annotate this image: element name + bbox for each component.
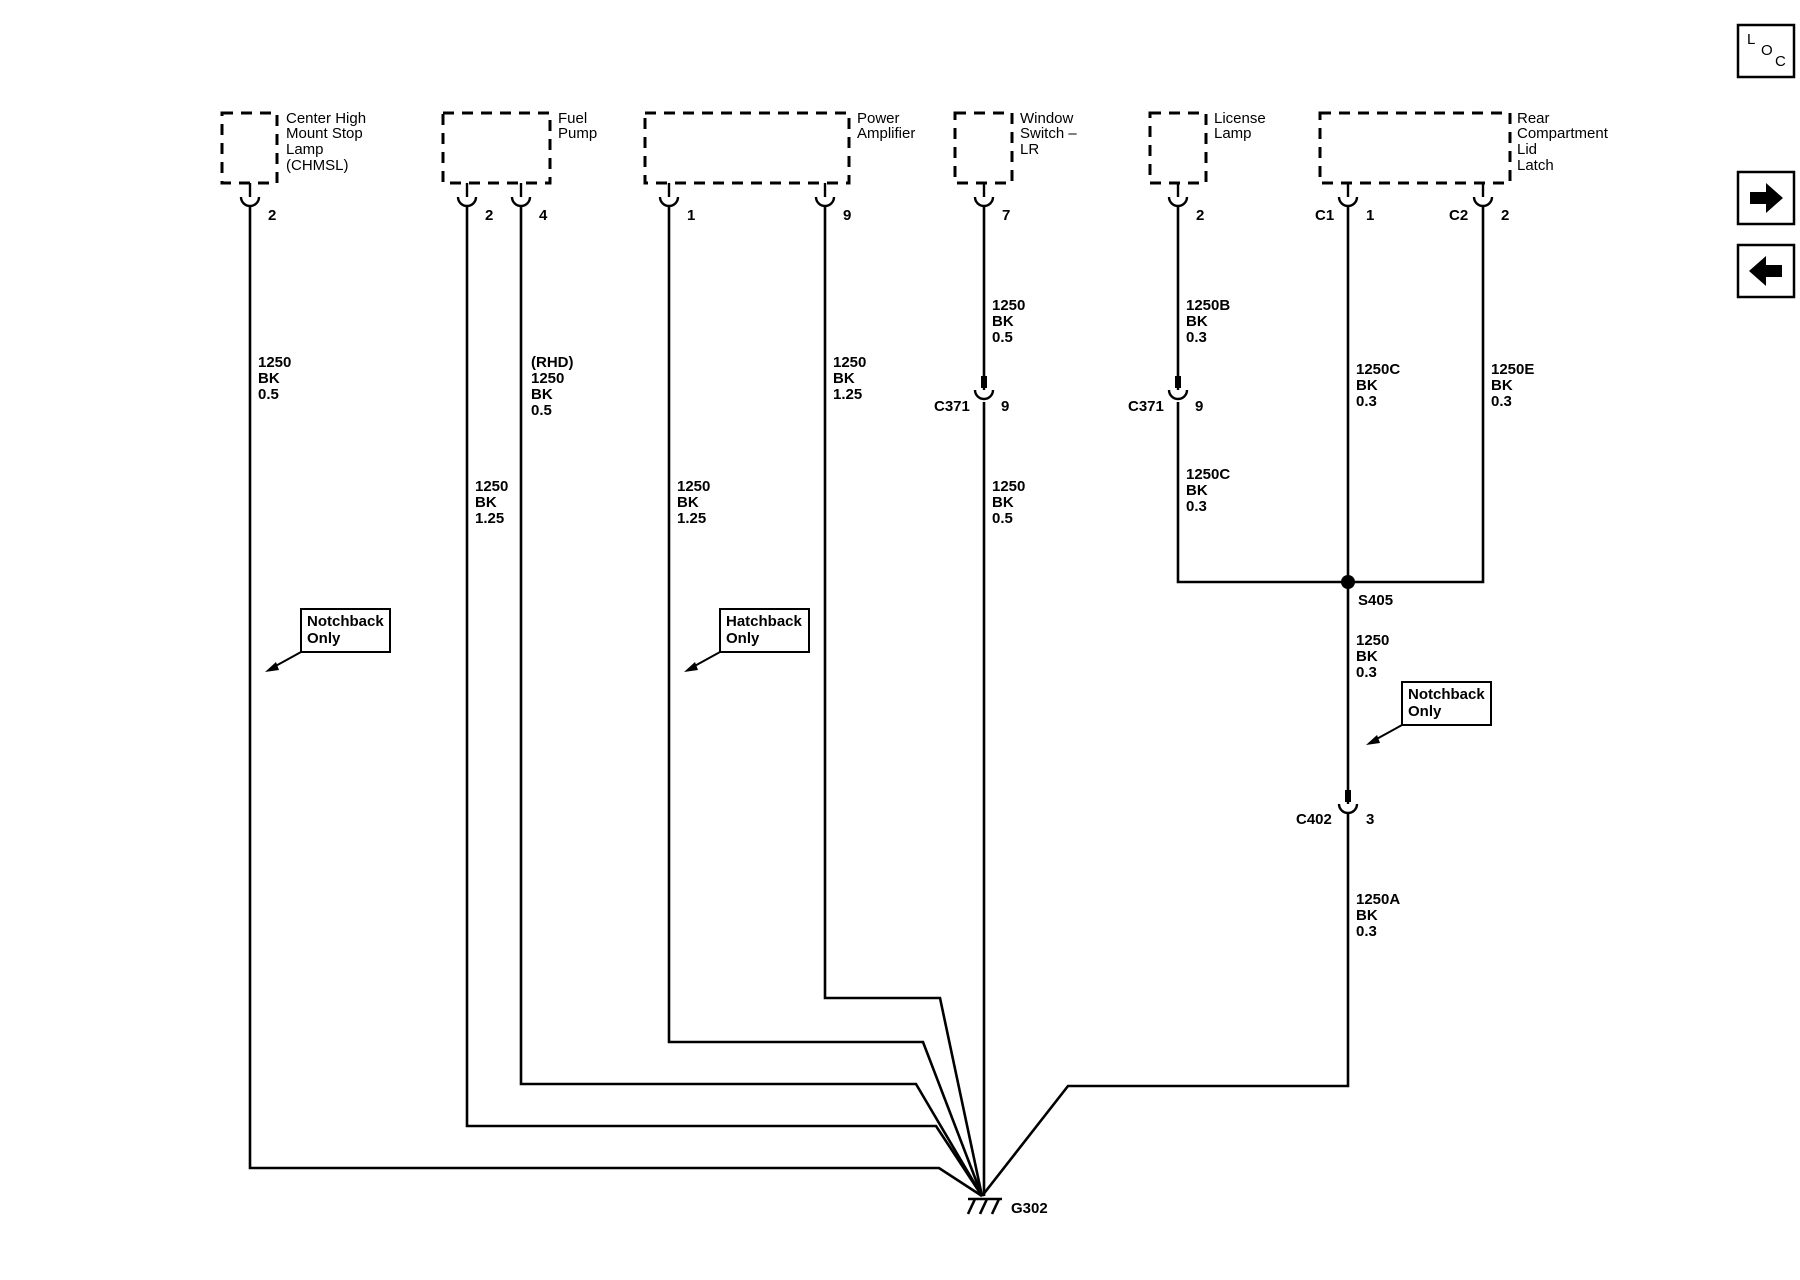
pin-number: 3 xyxy=(1366,811,1374,828)
wire-label-window-lower: 1250 BK 0.5 xyxy=(992,478,1030,527)
chmsl-box xyxy=(220,111,279,185)
pin-number: 9 xyxy=(1195,398,1203,415)
pin-number: 1 xyxy=(1366,207,1374,224)
wire-label-fuel-2: 1250 BK 1.25 xyxy=(475,478,513,527)
wire-label-chmsl: 1250 BK 0.5 xyxy=(258,354,296,403)
rear-latch-box xyxy=(1318,111,1512,185)
chmsl-label: Center High Mount Stop Lamp (CHMSL) xyxy=(286,110,370,174)
license-lamp-label: License Lamp xyxy=(1214,110,1270,142)
wire-label-latch-c2: 1250E BK 0.3 xyxy=(1491,361,1539,410)
license-lamp-box xyxy=(1148,111,1208,185)
callout-notchback-left: Notchback Only xyxy=(265,608,391,672)
connector-name: C371 xyxy=(934,398,970,415)
component-pins xyxy=(239,183,1494,208)
pin-number: 4 xyxy=(539,207,548,224)
wire-fuel-pump-2 xyxy=(465,206,984,1197)
arrowhead-icon xyxy=(265,662,279,672)
svg-text:Notchback Only: Notchback Only xyxy=(1408,686,1489,720)
connector-name: C371 xyxy=(1128,398,1164,415)
window-switch-label: Window Switch – LR xyxy=(1020,110,1081,158)
pin-terminal xyxy=(1337,183,1359,208)
pin-terminal xyxy=(973,183,995,208)
loc-button[interactable]: L O C xyxy=(1736,23,1796,79)
inline-connector-c371-left xyxy=(973,376,995,401)
back-button[interactable] xyxy=(1736,243,1796,299)
pin-number: 2 xyxy=(1501,207,1509,224)
callout-hatchback: Hatchback Only xyxy=(684,608,810,672)
wire-label-s405-down: 1250 BK 0.3 xyxy=(1356,632,1394,681)
wire-label-c402-down: 1250A BK 0.3 xyxy=(1356,891,1404,940)
fuel-pump-box xyxy=(441,111,552,185)
pin-terminal xyxy=(510,183,532,208)
wire-label-license-lower: 1250C BK 0.3 xyxy=(1186,466,1234,515)
svg-text:Notchback Only: Notchback Only xyxy=(307,613,388,647)
wire-label-latch-c1: 1250C BK 0.3 xyxy=(1356,361,1404,410)
wire-c402-down xyxy=(980,814,1350,1197)
power-amplifier-label: Power Amplifier xyxy=(857,110,915,142)
pin-terminal xyxy=(456,183,478,208)
pin-terminal xyxy=(1167,183,1189,208)
wire-label-amp-9: 1250 BK 1.25 xyxy=(833,354,871,403)
arrowhead-icon xyxy=(1366,735,1380,745)
fuel-pump-label: Fuel Pump xyxy=(558,110,597,142)
wires xyxy=(248,206,1485,1198)
forward-button[interactable] xyxy=(1736,170,1796,226)
pin-number: 7 xyxy=(1002,207,1010,224)
wire-amp-9 xyxy=(823,206,984,1197)
arrow-left-icon xyxy=(1749,256,1782,286)
svg-text:Hatchback Only: Hatchback Only xyxy=(726,613,806,647)
pin-terminal xyxy=(814,183,836,208)
pin-terminal xyxy=(1472,183,1494,208)
inline-connector-c402 xyxy=(1337,790,1359,815)
wire-fuel-pump-4 xyxy=(519,206,984,1197)
wire-label-license-upper: 1250B BK 0.3 xyxy=(1186,297,1234,346)
splice-s405 xyxy=(1341,575,1355,589)
svg-text:O: O xyxy=(1761,42,1773,59)
connector-name: C1 xyxy=(1315,207,1334,224)
pin-number: 1 xyxy=(687,207,695,224)
pin-number: 2 xyxy=(485,207,493,224)
inline-connector-c371-right xyxy=(1167,376,1189,401)
wire-label-window-upper: 1250 BK 0.5 xyxy=(992,297,1030,346)
rear-latch-label: Rear Compartment Lid Latch xyxy=(1517,110,1612,174)
wire-label-amp-1: 1250 BK 1.25 xyxy=(677,478,715,527)
connector-name: C2 xyxy=(1449,207,1468,224)
wire-chmsl xyxy=(248,206,983,1198)
pin-number: 9 xyxy=(843,207,851,224)
pin-number: 2 xyxy=(268,207,276,224)
svg-text:C: C xyxy=(1775,53,1786,70)
pin-terminal xyxy=(658,183,680,208)
wire-label-fuel-rhd: (RHD) 1250 BK 0.5 xyxy=(531,354,578,419)
ground-g302-icon xyxy=(966,1197,1002,1215)
pin-terminal xyxy=(239,183,261,208)
power-amplifier-box xyxy=(643,111,851,185)
connector-name: C402 xyxy=(1296,811,1332,828)
pin-number: 9 xyxy=(1001,398,1009,415)
pin-number: 2 xyxy=(1196,207,1204,224)
ground-label: G302 xyxy=(1011,1200,1048,1217)
wire-amp-1 xyxy=(667,206,984,1197)
arrowhead-icon xyxy=(684,662,698,672)
callout-notchback-right: Notchback Only xyxy=(1366,681,1492,745)
splice-label: S405 xyxy=(1358,592,1393,609)
window-switch-box xyxy=(953,111,1014,185)
wire-license-lower xyxy=(1176,206,1485,584)
arrow-right-icon xyxy=(1750,183,1783,213)
svg-text:L: L xyxy=(1747,31,1755,48)
